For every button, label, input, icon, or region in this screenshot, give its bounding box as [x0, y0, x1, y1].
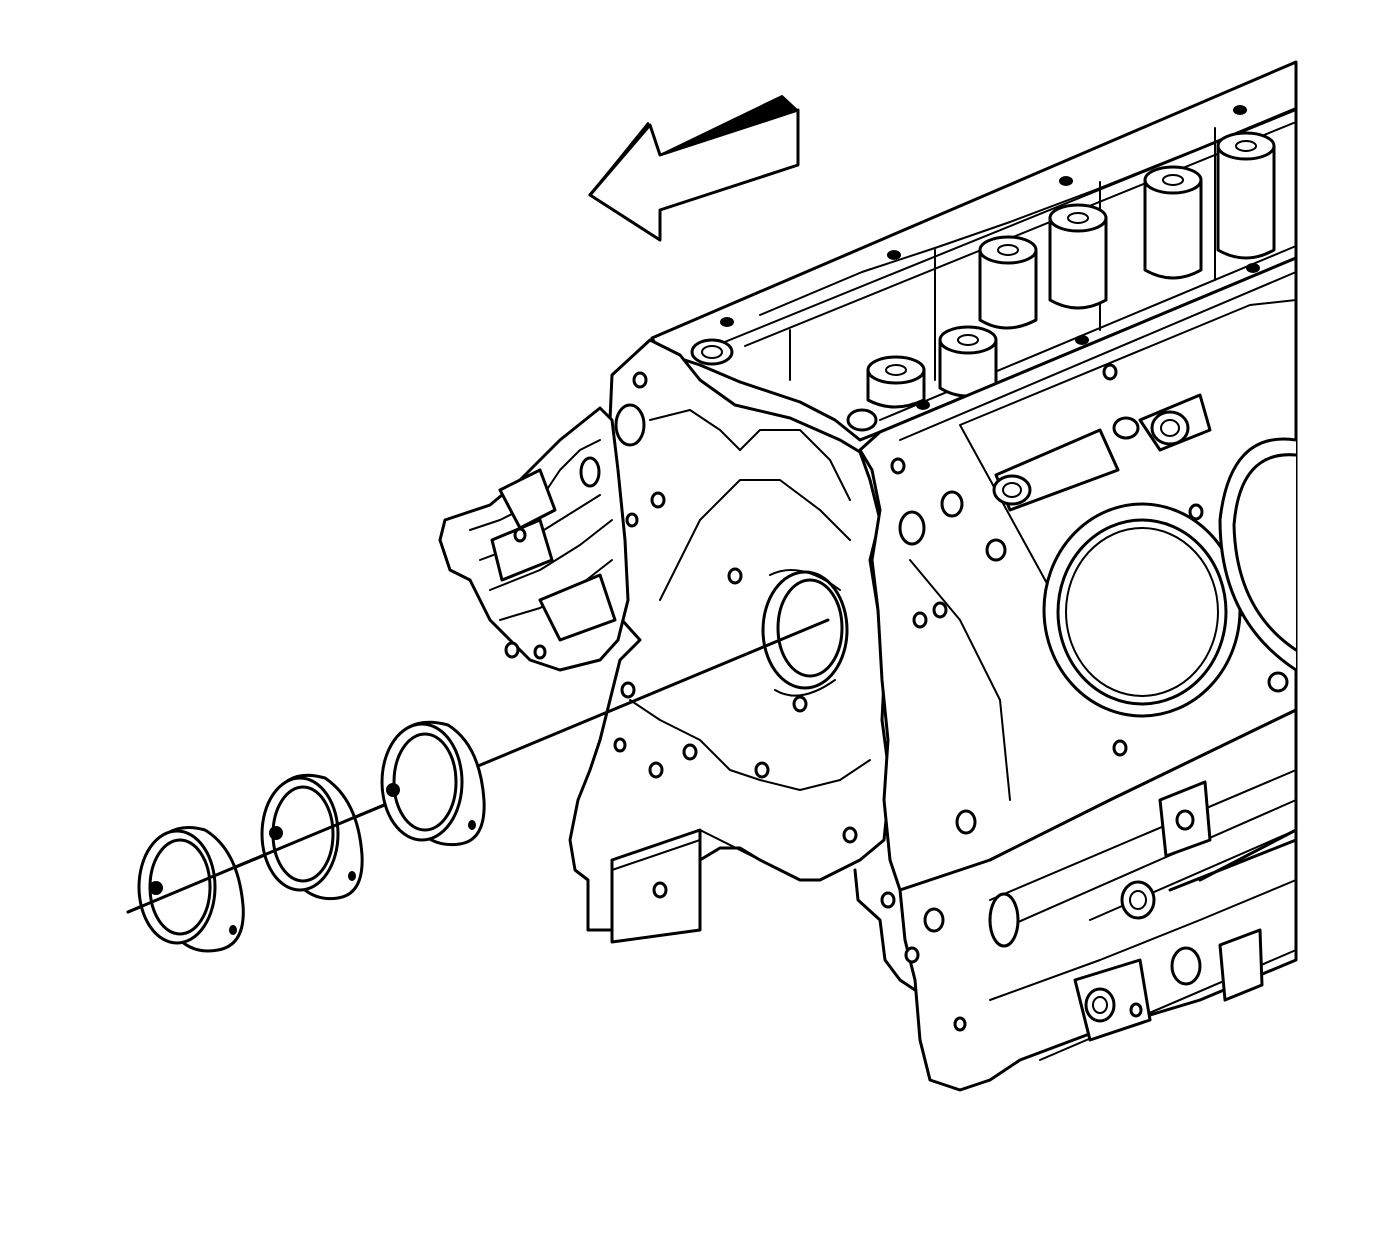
- deck-bolt-holes: [720, 105, 1260, 410]
- lifter-valley: [759, 107, 1297, 381]
- block-top-deck: [650, 60, 1298, 442]
- lower-rail-detail: [989, 769, 1297, 1061]
- engine-block: [438, 60, 1298, 1092]
- camshaft-bearings: [126, 720, 486, 953]
- lifter-guides: [690, 338, 1212, 512]
- camshaft-bearing-1: [126, 826, 266, 953]
- side-face-frame: [899, 271, 1297, 801]
- camshaft-bearing-3: [380, 720, 486, 847]
- side-flange-lug: [498, 468, 557, 530]
- direction-arrow: [588, 95, 800, 242]
- camshaft-bearing-2: [260, 773, 386, 901]
- lifter-bosses: [866, 131, 1276, 409]
- front-face-lower-edge: [853, 868, 917, 992]
- front-face-holes: [504, 371, 858, 844]
- direction-arrow-face: [588, 108, 800, 242]
- cylinder-bore-front: [1042, 502, 1242, 718]
- block-front-face: [568, 338, 892, 932]
- front-face-recess: [629, 409, 871, 791]
- cylinder-bore-rear: [1218, 437, 1298, 672]
